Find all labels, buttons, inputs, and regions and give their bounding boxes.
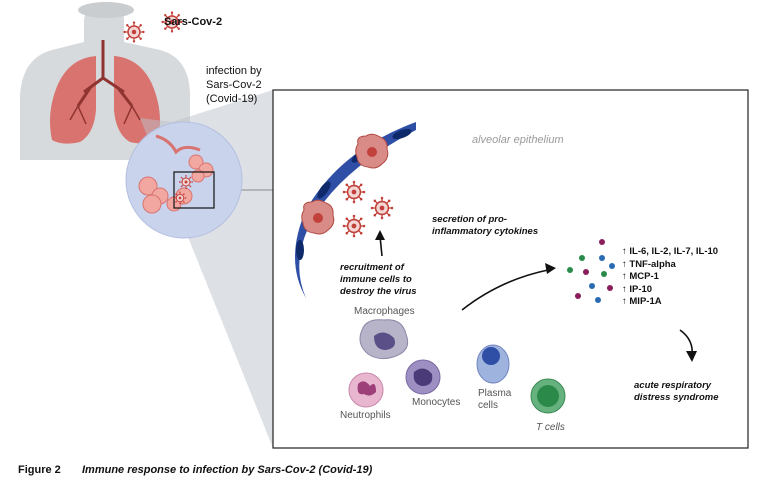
alveoli-zoom [125, 121, 243, 239]
arrowheads [375, 230, 697, 362]
cytokine-item: ↑ TNF-alpha [622, 258, 676, 270]
figure-label: Figure 2 [18, 464, 61, 476]
neutrophils-label: Neutrophils [340, 410, 391, 421]
cytokine-item: ↑ IL-6, IL-2, IL-7, IL-10 [622, 246, 719, 257]
virus-icon [122, 20, 146, 44]
cytokine-item: ↑ MIP-1A [622, 296, 662, 308]
virus-label: Sars-Cov-2 [164, 16, 223, 28]
monocyte-cell [405, 359, 441, 395]
cytokine-dots [567, 239, 615, 303]
detail-panel [272, 89, 749, 449]
plasma-cell [476, 344, 510, 384]
ards-label: acute respiratory distress syndrome [634, 380, 719, 403]
t-cells-label: T cells [536, 422, 565, 433]
cytokine-item: ↑ MCP-1 [622, 271, 659, 283]
macrophage-cell [359, 319, 409, 360]
zoom-rectangle [173, 171, 215, 209]
infection-label: infection by Sars-Cov-2 (Covid-19) [206, 65, 262, 105]
cytokine-list: ↑ IL-6, IL-2, IL-7, IL-10 ↑ TNF-alpha ↑ … [622, 246, 718, 309]
secretion-label: secretion of pro- inflammatory cytokines [432, 214, 539, 237]
plasma-cells-label: Plasma cells [478, 388, 512, 411]
macrophages-label: Macrophages [354, 306, 415, 317]
t-cell [530, 378, 566, 414]
alveolar-epithelium-label: alveolar epithelium [472, 134, 564, 146]
cytokine-item: ↑ IP-10 [622, 283, 653, 295]
recruitment-label: recruitment of immune cells to destroy t… [340, 262, 417, 297]
figure-caption: Immune response to infection by Sars-Cov… [82, 464, 373, 476]
neutrophil-cell [348, 372, 384, 408]
monocytes-label: Monocytes [412, 397, 461, 408]
alveolar-epithelium [295, 122, 416, 298]
